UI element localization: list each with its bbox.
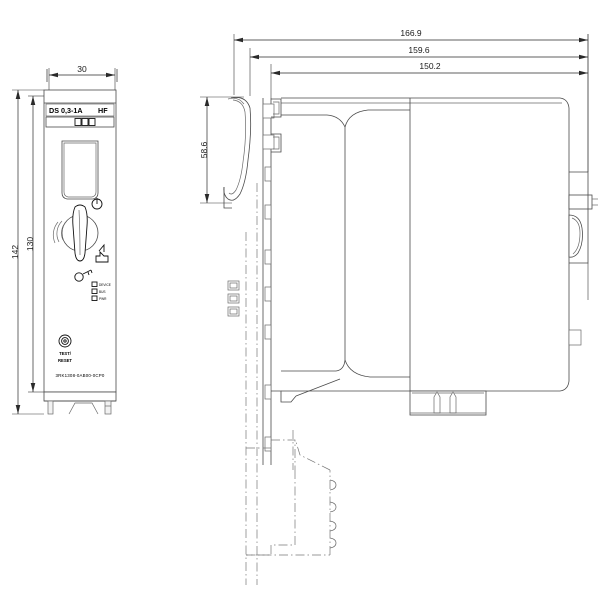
latch-arrow-icon (95, 243, 109, 263)
led-label-0: DEVICE (99, 283, 111, 287)
terminal-strip (45, 116, 115, 128)
side-base-extension (271, 378, 341, 403)
rail-slot-5 (264, 286, 272, 302)
rail-slot-7 (264, 384, 272, 400)
led-box-2 (91, 295, 98, 301)
dim-label-side-middle: 159.6 (408, 45, 430, 55)
side-body-outline (281, 97, 570, 392)
rail-slot-4 (264, 249, 272, 265)
front-foot-assembly (43, 391, 117, 415)
rotary-knob-icon (52, 204, 99, 262)
dimension-side-depth-inner (270, 64, 588, 98)
side-bottom-fins (409, 390, 487, 416)
dim-label-side-inner: 150.2 (419, 61, 441, 71)
dim-label-front-height-body: 130 (25, 237, 35, 251)
dim-label-side-total: 166.9 (400, 28, 422, 38)
side-knob-detail (568, 171, 598, 346)
led-indicator-group: DEVICE BUS PWR (91, 281, 111, 301)
power-symbol-icon (91, 198, 103, 210)
rating-label-band (45, 103, 115, 117)
rail-slot-6 (264, 324, 272, 340)
rail-slot-1 (262, 134, 275, 150)
rail-slot-0 (262, 103, 275, 119)
side-top-bracket (271, 98, 282, 153)
rail-slot-3 (264, 204, 272, 220)
dim-label-side-lever-height: 58.6 (199, 141, 209, 158)
text-layer: 30 166.9 159.6 150.2 142 130 58.6 DS 0,3… (10, 28, 441, 378)
side-view (200, 34, 598, 585)
dimension-side-lever-height (200, 96, 244, 204)
rail-slot-2 (264, 166, 272, 182)
front-window-slot (61, 140, 99, 200)
dim-label-front-width: 30 (77, 64, 87, 74)
side-connector-blocks (227, 280, 240, 317)
dim-label-front-height-total: 142 (10, 245, 20, 259)
test-reset-line-2: RESET (58, 358, 72, 363)
dimension-side-depth-middle (249, 48, 588, 96)
front-view: DEVICE BUS PWR (12, 68, 118, 415)
knob-shaft (568, 194, 593, 210)
test-reset-line-1: TEST/ (59, 351, 72, 356)
rating-suffix: HF (98, 106, 108, 115)
rating-label: DS 0,3-1A (49, 106, 83, 115)
side-mounting-footprint (246, 430, 337, 556)
side-lever-arm (223, 97, 252, 209)
key-lock-icon (74, 269, 93, 282)
led-label-1: BUS (99, 290, 106, 294)
led-box-0 (91, 281, 98, 287)
side-latch-tab (568, 329, 582, 346)
dimension-front-height-body (28, 95, 44, 393)
side-carrier-rail (262, 98, 275, 465)
part-number: 3RK1308-0AB00-0CP0 (56, 373, 105, 378)
led-box-1 (91, 288, 98, 294)
rail-slot-8 (264, 436, 272, 452)
dimension-front-height-total (12, 89, 44, 415)
led-label-2: PWR (99, 297, 107, 301)
reset-button-icon (58, 334, 72, 348)
